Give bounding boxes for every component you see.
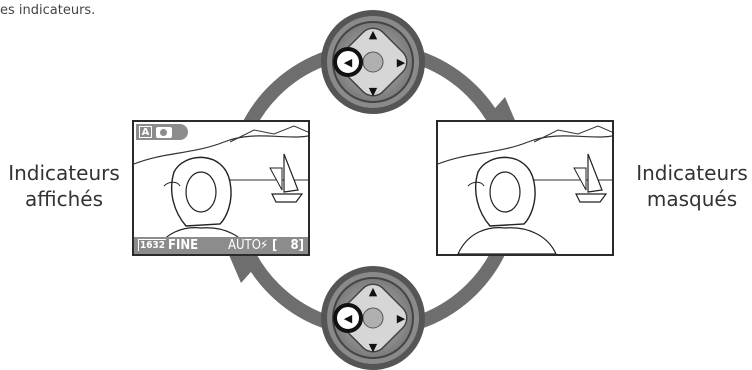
screen-indicators-hidden [436, 120, 614, 256]
portrait-illustration [438, 125, 612, 254]
bottom-dial-down-arrow: ▼ [369, 341, 378, 354]
arrowhead-left [226, 248, 258, 283]
top-dial-right-arrow: ▶ [397, 56, 406, 69]
focus-bracket: [ [272, 238, 278, 253]
screen-indicators-shown: A 1632 FINE AUTO ⚡ [ 8] [132, 120, 310, 256]
flash-mode-indicator: AUTO [228, 238, 261, 253]
image-size-indicator: 1632 [138, 239, 167, 251]
top-dial-left-arrow: ◀ [344, 56, 353, 69]
mode-letter: A [139, 126, 152, 138]
label-line-1: Indicateurs [8, 161, 120, 185]
exposures-remaining: 8] [290, 238, 304, 253]
multi-selector-bottom [321, 266, 425, 370]
label-line-1: Indicateurs [636, 161, 748, 185]
multi-selector-top [321, 10, 425, 114]
camera-icon [156, 126, 172, 138]
bottom-dial-right-arrow: ▶ [397, 312, 406, 325]
caption-text: es indicateurs. [0, 3, 96, 18]
bottom-dial-up-arrow: ▲ [369, 285, 378, 298]
label-line-2: affichés [25, 187, 103, 211]
label-indicators-shown: Indicateurs affichés [4, 160, 124, 212]
top-dial-up-arrow: ▲ [369, 28, 378, 41]
flash-icon: ⚡ [260, 238, 269, 253]
label-indicators-hidden: Indicateurs masqués [632, 160, 752, 212]
image-quality-indicator: FINE [168, 238, 199, 253]
top-dial-down-arrow: ▼ [369, 85, 378, 98]
portrait-illustration [134, 125, 308, 254]
label-line-2: masqués [646, 187, 738, 211]
status-bar: 1632 FINE AUTO ⚡ [ 8] [134, 237, 308, 254]
shooting-mode-badge: A [136, 124, 188, 140]
bottom-dial-left-arrow: ◀ [344, 312, 353, 325]
